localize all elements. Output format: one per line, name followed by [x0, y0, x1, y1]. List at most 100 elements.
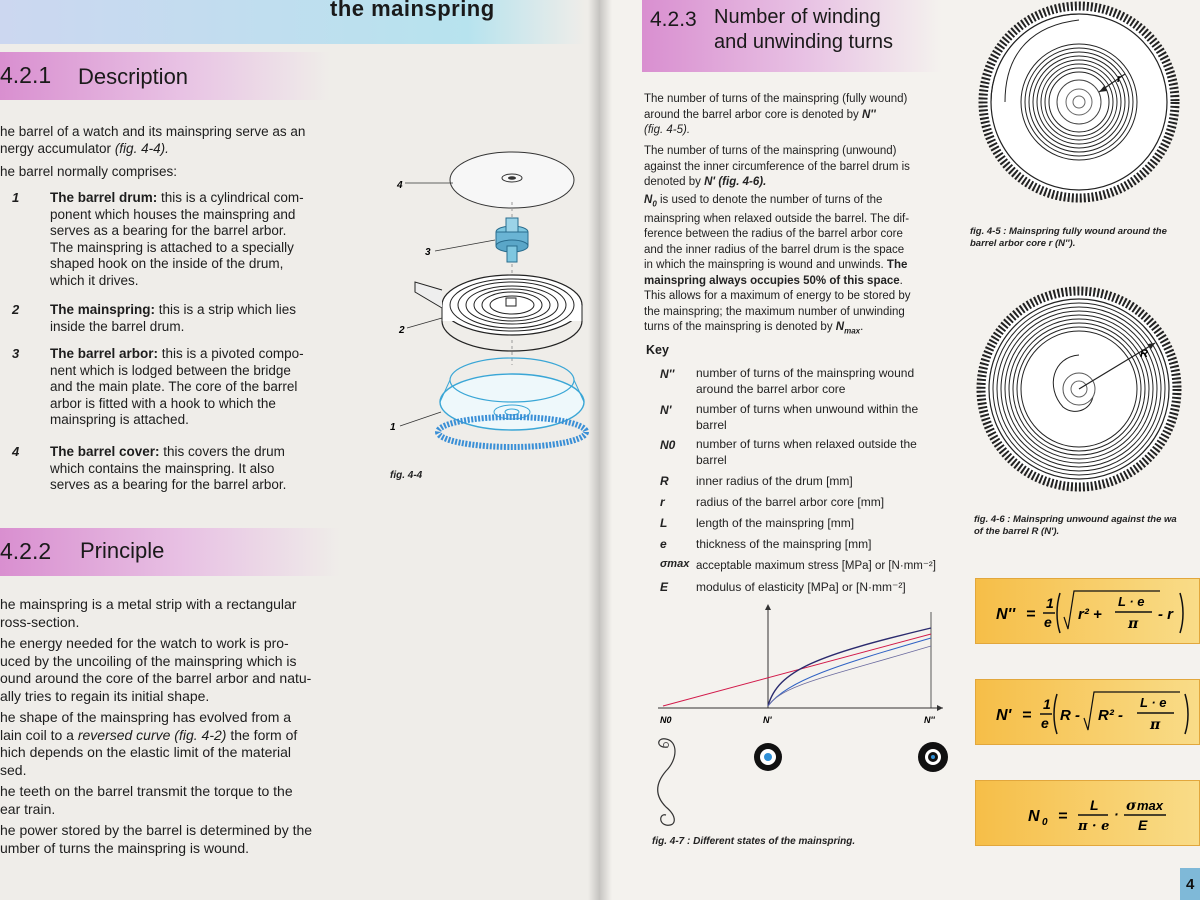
- item-number: 4: [12, 444, 20, 459]
- book-gutter: [588, 0, 612, 900]
- text-run: .: [899, 274, 903, 287]
- text-line: number of turns when unwound within the: [696, 402, 919, 416]
- section-title: Description: [78, 64, 189, 89]
- axis-label-n-double-prime: N'': [924, 715, 936, 725]
- text-line: mainspring when relaxed outside the barr…: [644, 212, 910, 225]
- svg-text:e: e: [1041, 715, 1049, 731]
- key-row: e thickness of the mainspring [mm]: [660, 537, 950, 558]
- paragraph-3: N0 is used to denote the number of turns…: [644, 193, 940, 339]
- text-run: around the barrel arbor core is denoted …: [644, 108, 862, 121]
- text-run: the form of: [226, 726, 298, 743]
- formula-lhs: N': [996, 707, 1013, 724]
- symbol: N'': [862, 108, 876, 121]
- list-item: 1 The barrel drum: this is a cylindrical…: [12, 190, 342, 302]
- svg-text:=: =: [1022, 707, 1031, 724]
- text-line: ound around the core of the barrel arbor…: [0, 670, 312, 686]
- formula-n-prime: N' = 1 e R - R² - L · e π: [975, 679, 1200, 745]
- key-desc: number of turns when relaxed outside the…: [696, 436, 917, 468]
- text-line: number of turns of the mainspring wound: [696, 366, 915, 380]
- svg-text:L: L: [1090, 797, 1099, 813]
- svg-text:=: =: [1026, 606, 1035, 623]
- key-symbol: E: [660, 580, 669, 594]
- intro-line-1: he barrel of a watch and its mainspring …: [0, 124, 306, 139]
- turns-graph: N0 N' N'': [658, 604, 943, 725]
- text-line: ross-section.: [0, 613, 80, 630]
- paragraph-1: The number of turns of the mainspring (f…: [644, 92, 940, 139]
- page-number: 4: [1180, 868, 1200, 900]
- item-number: 3: [12, 346, 20, 361]
- principle-text: he mainspring is a metal strip with a re…: [0, 596, 345, 857]
- item-line: this is a cylindrical com-: [157, 190, 304, 205]
- item-line: arbor is fitted with a hook to which the: [50, 395, 276, 411]
- key-desc: length of the mainspring [mm]: [696, 516, 855, 530]
- text-line: number of turns when relaxed outside the: [696, 437, 917, 451]
- list-item: 2 The mainspring: this is a strip which …: [12, 302, 342, 346]
- fig-label: 1: [390, 422, 396, 433]
- unwound-gear-illustration: R: [976, 286, 1182, 492]
- fig-label: 2: [398, 325, 405, 336]
- item-number: 2: [12, 302, 20, 317]
- text-line: the mainspring; the maximum number of un…: [644, 305, 905, 318]
- item-line: shaped hook on the inside of the drum,: [50, 256, 284, 271]
- svg-text:π · e: π · e: [1077, 819, 1109, 834]
- symbol: N: [644, 194, 653, 206]
- item-line: mainspring is attached.: [50, 412, 189, 427]
- component-list: 1 The barrel drum: this is a cylindrical…: [12, 190, 342, 494]
- item-line: inside the barrel drum.: [50, 318, 185, 334]
- text-run: .: [860, 321, 864, 334]
- fig-ref: (fig. 4-4).: [114, 141, 169, 156]
- key-symbol: σmax: [660, 558, 690, 570]
- text-line: The number of turns of the mainspring (f…: [644, 93, 908, 105]
- key-title: Key: [646, 343, 669, 357]
- item-line: nent which is lodged between the bridge: [50, 362, 291, 378]
- axis-label-n-prime: N': [763, 715, 772, 725]
- section-number: 4.2.3: [650, 8, 697, 31]
- svg-text:1: 1: [1046, 595, 1054, 611]
- key-symbol: N'': [660, 367, 675, 381]
- svg-text:max: max: [1137, 798, 1164, 813]
- section-number: 4.2.2: [0, 538, 52, 564]
- fig-ref: reversed curve (fig. 4-2): [77, 726, 227, 743]
- key-row: r radius of the barrel arbor core [mm]: [660, 495, 950, 516]
- key-row: L length of the mainspring [mm]: [660, 516, 950, 537]
- key-desc: inner radius of the drum [mm]: [696, 474, 853, 488]
- section-title: Number of winding: [714, 6, 881, 28]
- key-symbol: R: [660, 474, 669, 488]
- section-bar-4-2-2: [0, 528, 340, 576]
- fig-caption: of the barrel R (N').: [974, 526, 1060, 537]
- svg-text:R -: R -: [1060, 707, 1080, 724]
- key-desc: thickness of the mainspring [mm]: [696, 537, 872, 551]
- item-text: The barrel arbor: this is a pivoted comp…: [50, 346, 340, 429]
- key-row: R inner radius of the drum [mm]: [660, 474, 950, 495]
- key-list: N'' number of turns of the mainspring wo…: [660, 365, 950, 601]
- key-desc: acceptable maximum stress [MPa] or [N·mm…: [696, 560, 936, 572]
- section-bar-4-2-3: [642, 0, 942, 72]
- formula-n0: N 0 = L π · e · σ max E: [975, 780, 1200, 846]
- text-line: ference between the radius of the barrel…: [644, 228, 903, 241]
- item-line: serves as a bearing for the barrel arbor…: [50, 477, 287, 492]
- section-title: Principle: [80, 538, 165, 563]
- item-line: this is a strip which lies: [155, 302, 297, 317]
- svg-text:- r: - r: [1158, 606, 1174, 623]
- text-line: and the inner radius of the barrel drum …: [644, 243, 905, 256]
- formula-lhs: N: [1028, 808, 1040, 825]
- right-page: 4.2.3 Number of winding and unwinding tu…: [600, 0, 1200, 900]
- text-line: around the barrel arbor core: [696, 382, 846, 396]
- key-row: σmax acceptable maximum stress [MPa] or …: [660, 558, 950, 580]
- intro-line-3: he barrel normally comprises:: [0, 164, 178, 179]
- fig-caption: barrel arbor core r (N'').: [970, 238, 1076, 249]
- formula-lhs: N'': [996, 606, 1016, 623]
- text-run: in which the mainspring is wound and unw…: [644, 259, 887, 272]
- item-line: this covers the drum: [159, 444, 285, 459]
- text-line: lain coil to a reversed curve (fig. 4-2)…: [0, 727, 345, 745]
- key-symbol: L: [660, 516, 668, 530]
- formula-n-double-prime: N'' = 1 e r² + L · e π - r: [975, 578, 1200, 644]
- svg-text:E: E: [1138, 817, 1148, 833]
- text-line: hich depends on the elastic limit of the…: [0, 744, 292, 760]
- formula-graphic: N' = 1 e R - R² - L · e π: [996, 691, 1189, 735]
- key-desc: number of turns of the mainspring wound a…: [696, 365, 914, 397]
- key-desc: modulus of elasticity [MPa] or [N·mm⁻²]: [696, 580, 906, 594]
- formula-graphic: N'' = 1 e r² + L · e π - r: [996, 590, 1184, 634]
- key-symbol: r: [660, 495, 665, 509]
